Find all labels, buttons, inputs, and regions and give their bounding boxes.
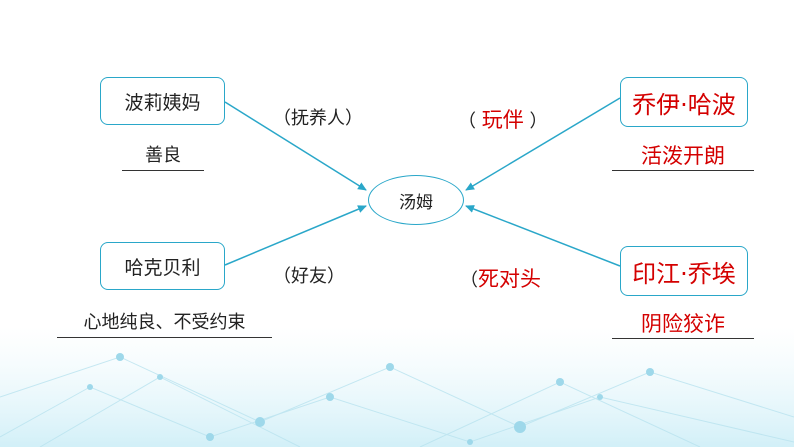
relation-polly-open: （ — [273, 108, 291, 129]
trait-injun-joe-text: 阴险狡诈 — [641, 312, 725, 336]
relation-polly: （抚养人） — [273, 104, 363, 130]
node-polly-label: 波莉姨妈 — [124, 88, 200, 115]
relation-polly-close: ） — [345, 108, 363, 129]
relation-huck: （好友） — [273, 262, 345, 288]
relation-huck-text: 好友 — [291, 266, 327, 287]
trait-joe-harper: 活泼开朗 — [612, 142, 754, 171]
arrow-huck-to-tom — [225, 206, 366, 265]
node-huck-label: 哈克贝利 — [124, 253, 200, 280]
relation-joe-harper-close: ） — [524, 111, 548, 132]
center-node-tom: 汤姆 — [368, 175, 464, 225]
relation-huck-close: ） — [327, 266, 345, 287]
trait-polly-text: 善良 — [145, 145, 181, 166]
relation-injun-joe: （死对头 — [460, 263, 541, 293]
arrow-injun-joe-to-tom — [466, 206, 620, 266]
node-injun-joe-label: 印江·乔埃 — [632, 254, 736, 289]
relation-huck-open: （ — [273, 266, 291, 287]
center-label: 汤姆 — [399, 188, 433, 213]
node-joe-harper: 乔伊·哈波 — [620, 77, 748, 127]
node-joe-harper-label: 乔伊·哈波 — [632, 85, 736, 120]
node-huck: 哈克贝利 — [100, 242, 225, 290]
trait-huck-text: 心地纯良、不受约束 — [84, 312, 246, 333]
node-injun-joe: 印江·乔埃 — [620, 246, 748, 296]
relation-polly-text: 抚养人 — [291, 108, 345, 129]
node-polly: 波莉姨妈 — [100, 77, 225, 125]
relation-joe-harper-open: （ — [458, 111, 482, 132]
trait-polly: 善良 — [122, 142, 204, 171]
relation-joe-harper-text: 玩伴 — [482, 108, 524, 132]
relation-joe-harper: （ 玩伴 ） — [458, 104, 547, 134]
relation-injun-joe-open: （ — [460, 270, 478, 291]
trait-joe-harper-text: 活泼开朗 — [641, 144, 725, 168]
relation-injun-joe-text: 死对头 — [478, 267, 541, 291]
trait-injun-joe: 阴险狡诈 — [612, 310, 754, 339]
trait-huck: 心地纯良、不受约束 — [57, 309, 272, 338]
